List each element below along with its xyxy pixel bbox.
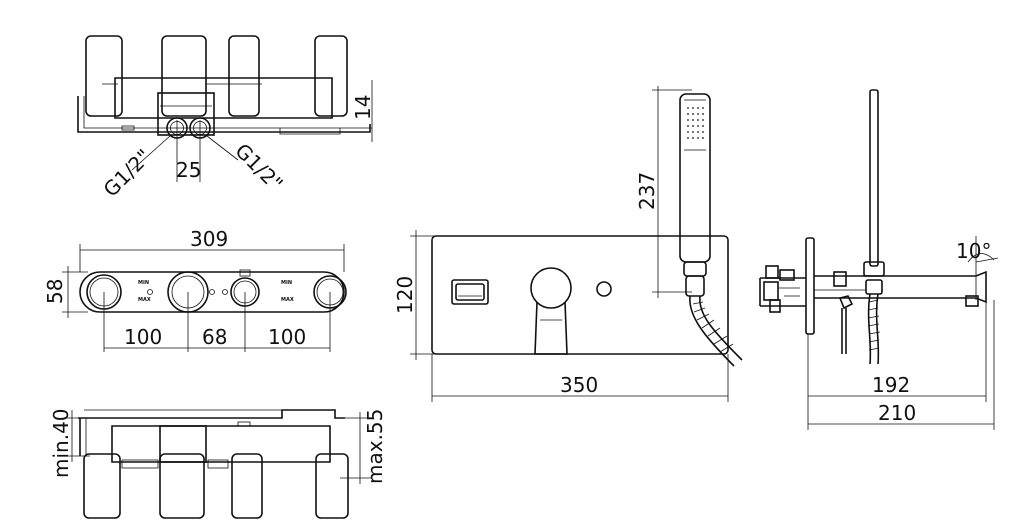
plate-height-dim: 120: [393, 276, 417, 314]
top-height-dim: 14: [351, 95, 375, 120]
front-body-view: 309 MIN MAX MIN MAX 58 100 68 100: [43, 227, 347, 352]
front-min-label-2: MIN: [281, 280, 292, 286]
top-view: G1/2" G1/2" 25 14: [77, 35, 375, 202]
shower-height-dim: 237: [635, 172, 659, 210]
bottom-view: min.40 max.55: [49, 408, 387, 519]
front-seg-right-dim: 100: [268, 325, 306, 349]
side-depth-dim: 210: [878, 401, 916, 425]
plate-width-dim: 350: [560, 373, 598, 397]
side-view: 10° 192 210: [759, 89, 999, 430]
top-spacing-dim: 25: [176, 158, 201, 182]
front-seg-left-dim: 100: [124, 325, 162, 349]
front-height-dim: 58: [43, 279, 67, 304]
front-max-label-1: MAX: [138, 297, 151, 303]
side-spout-dim: 192: [872, 373, 910, 397]
front-seg-mid-dim: 68: [202, 325, 227, 349]
bottom-max-depth-dim: max.55: [363, 409, 387, 484]
front-max-label-2: MAX: [281, 297, 294, 303]
top-thread-right-label: G1/2": [230, 139, 287, 196]
bottom-min-depth-dim: min.40: [49, 408, 73, 478]
front-overall-width-dim: 309: [190, 227, 228, 251]
shower-nozzles: [687, 107, 704, 139]
top-thread-left-label: G1/2": [99, 144, 156, 201]
side-angle-dim: 10°: [956, 239, 991, 263]
front-min-label-1: MIN: [138, 280, 149, 286]
plate-view: 120 350 237: [393, 86, 743, 402]
